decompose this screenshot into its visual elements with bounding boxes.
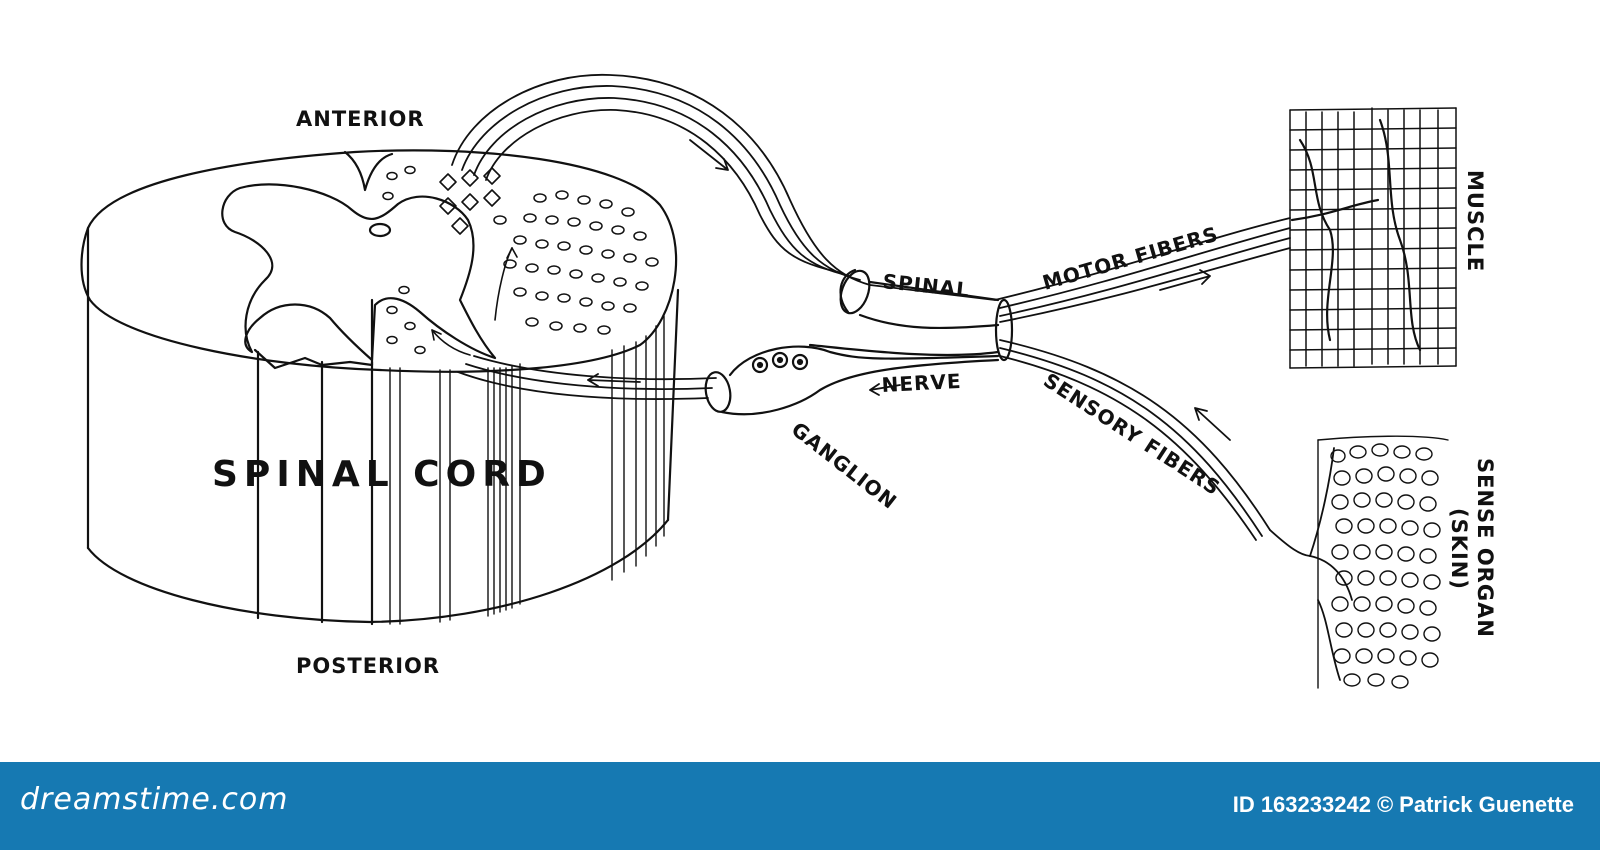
label-sense-organ: SENSE ORGAN <box>1473 458 1497 638</box>
label-muscle: MUSCLE <box>1463 170 1487 272</box>
image-id: ID 163233242 <box>1233 792 1371 817</box>
grey-matter <box>222 184 495 360</box>
white-matter-dots <box>383 167 658 354</box>
copyright-icon: © <box>1377 792 1393 817</box>
label-posterior: POSTERIOR <box>296 654 440 678</box>
label-spinal: SPINAL <box>881 269 970 302</box>
footer-bar: dreamstime.com ID 163233242©Patrick Guen… <box>0 762 1600 850</box>
label-nerve: NERVE <box>881 369 962 397</box>
image-credit: ID 163233242©Patrick Guenette <box>1227 792 1574 818</box>
label-skin: (SKIN) <box>1447 508 1471 590</box>
skin-tissue <box>1310 436 1448 688</box>
label-anterior: ANTERIOR <box>296 107 425 131</box>
muscle-tissue <box>1290 108 1456 368</box>
label-spinal-cord: SPINAL CORD <box>212 454 552 495</box>
dreamstime-logo-icon: dreamstime.com <box>20 782 288 817</box>
label-ganglion: GANGLION <box>787 417 902 514</box>
author-name[interactable]: Patrick Guenette <box>1399 792 1574 817</box>
spinal-cord-cylinder <box>82 150 679 624</box>
brand-logo-text[interactable]: dreamstime.com <box>20 782 288 817</box>
